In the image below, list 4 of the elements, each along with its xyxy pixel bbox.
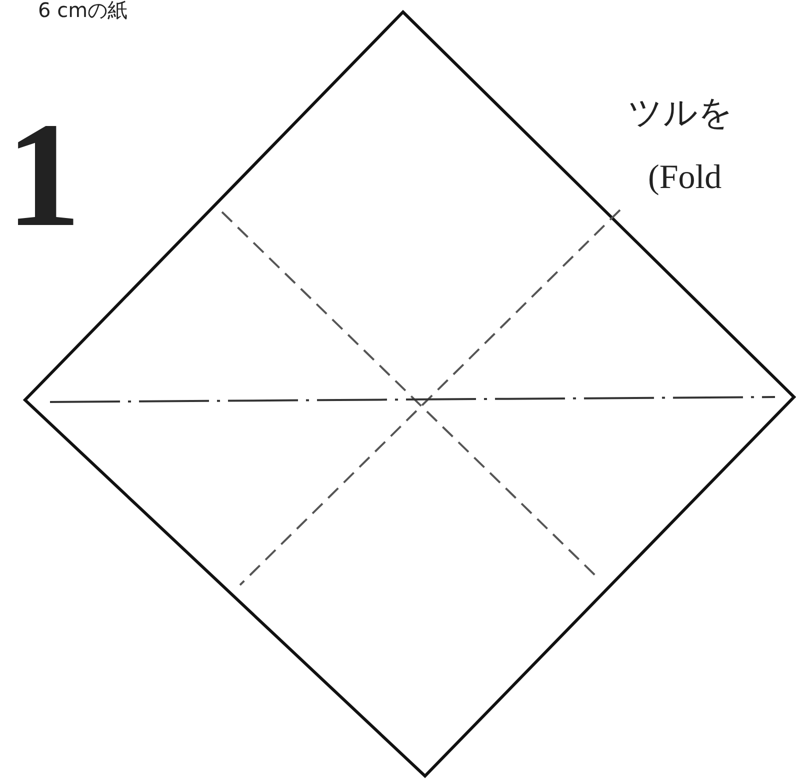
instruction-text: (Fold [648,158,722,198]
instruction-text: ツルを [628,92,733,135]
step-number: 1 [6,100,81,250]
paper-size-note: 6 cmの紙 [38,0,128,20]
